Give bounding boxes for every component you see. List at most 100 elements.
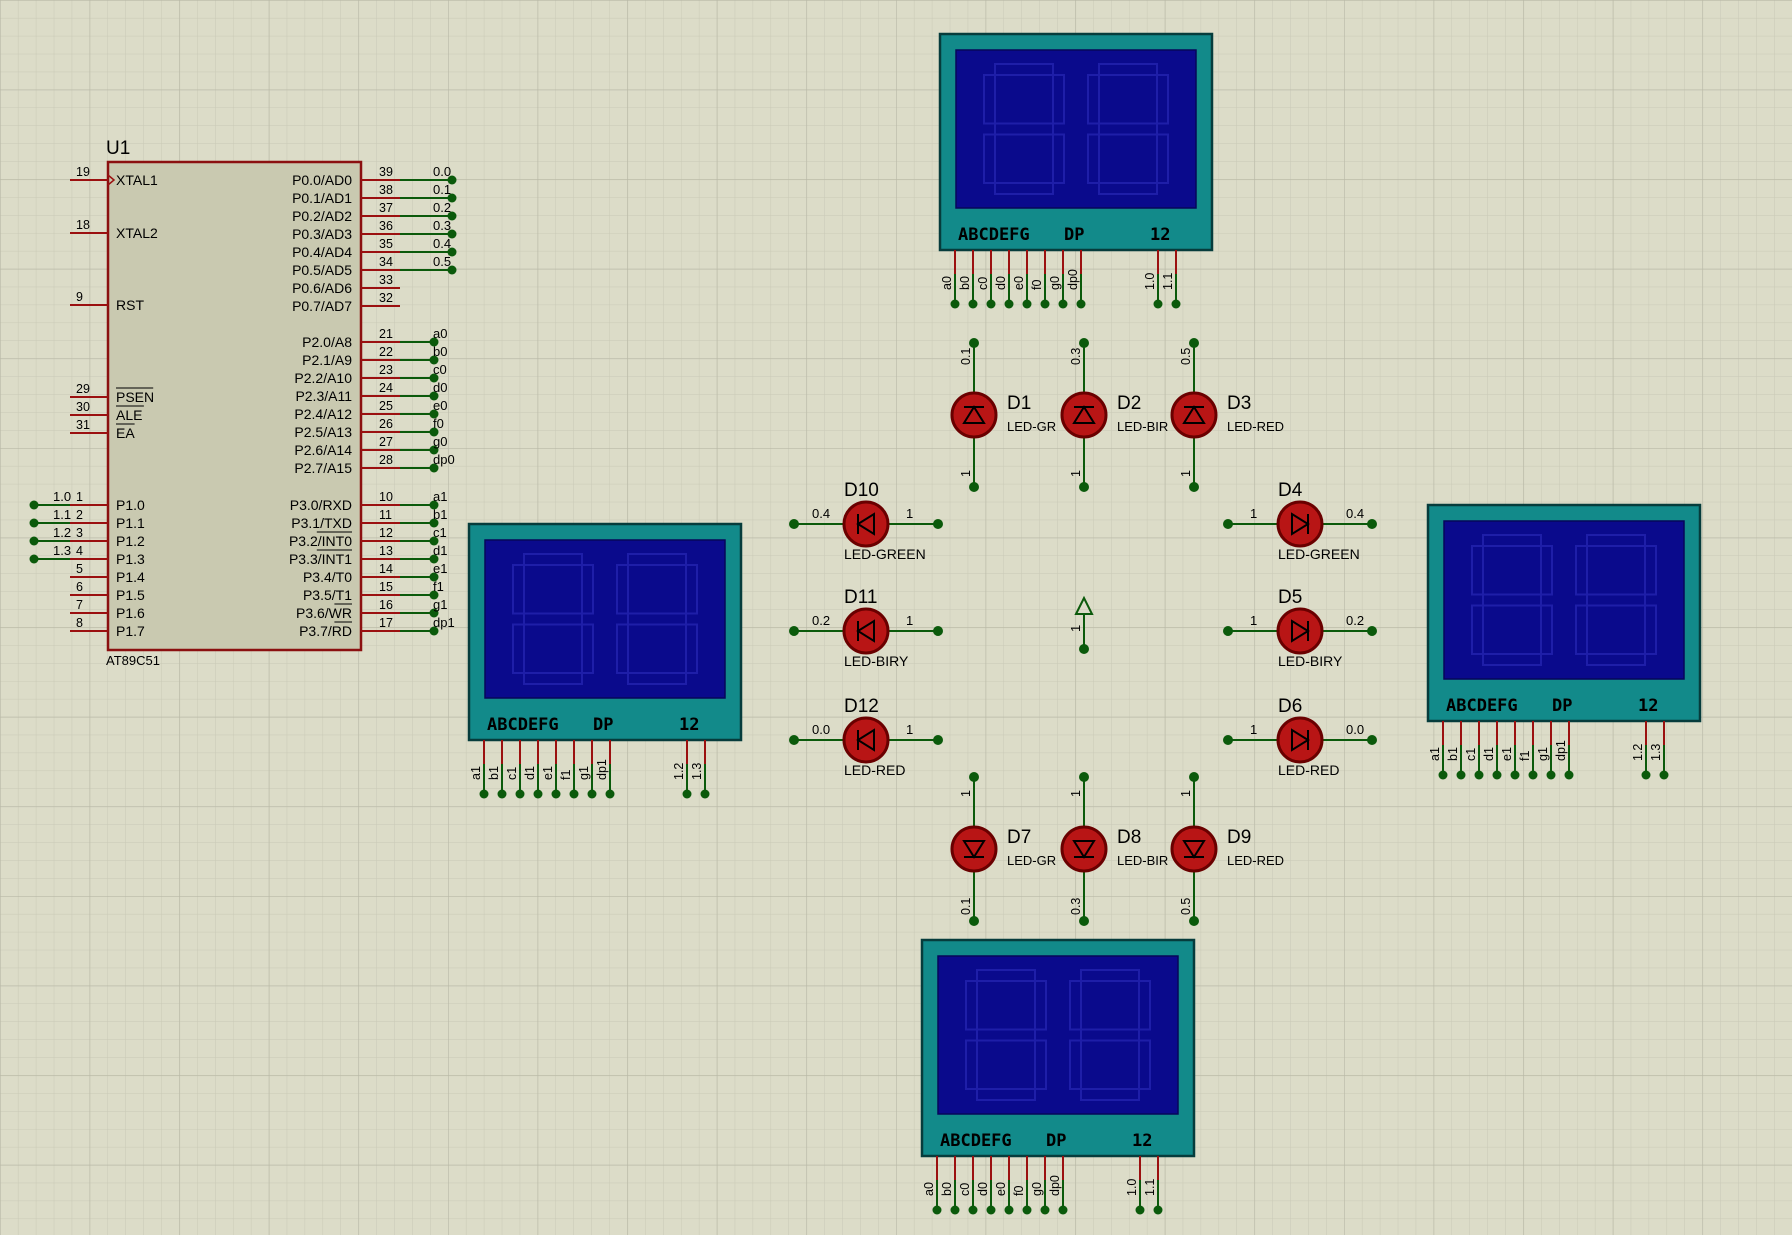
display-pin-f1[interactable]: f1 bbox=[1518, 721, 1538, 780]
segment-b bbox=[1052, 74, 1065, 125]
display-pin-a0[interactable]: a0 bbox=[922, 1156, 942, 1215]
display-pin-e0[interactable]: e0 bbox=[1012, 250, 1032, 309]
display-pin-a0[interactable]: a0 bbox=[940, 250, 960, 309]
display-pin-1-1[interactable]: 1.1 bbox=[1161, 250, 1181, 309]
display-pin-1-3[interactable]: 1.3 bbox=[1649, 721, 1669, 780]
display-pin-d1[interactable]: d1 bbox=[523, 740, 543, 799]
display-pin-f0[interactable]: f0 bbox=[1030, 250, 1050, 309]
mcu-body[interactable] bbox=[106, 160, 363, 652]
display-pin-1-1[interactable]: 1.1 bbox=[1143, 1156, 1163, 1215]
display-pin-e1[interactable]: e1 bbox=[1500, 721, 1520, 780]
segment-c bbox=[1034, 1039, 1047, 1090]
display-pin-1-3[interactable]: 1.3 bbox=[690, 740, 710, 799]
display-pin-c1[interactable]: c1 bbox=[505, 740, 525, 799]
display-pin-1-0[interactable]: 1.0 bbox=[1143, 250, 1163, 309]
display-pin-1-2[interactable]: 1.2 bbox=[1631, 721, 1651, 780]
display-pin-a1[interactable]: a1 bbox=[469, 740, 489, 799]
display-pin-g0[interactable]: g0 bbox=[1030, 1156, 1050, 1215]
display-pin-f0[interactable]: f0 bbox=[1012, 1156, 1032, 1215]
display-pin-c0[interactable]: c0 bbox=[976, 250, 996, 309]
display-pin-b0[interactable]: b0 bbox=[940, 1156, 960, 1215]
display-pin-d0[interactable]: d0 bbox=[994, 250, 1014, 309]
display-pin-dp1[interactable]: dp1 bbox=[595, 740, 615, 799]
display-pin-e0[interactable]: e0 bbox=[994, 1156, 1014, 1215]
display-pin-b1[interactable]: b1 bbox=[487, 740, 507, 799]
display-pin-d0[interactable]: d0 bbox=[976, 1156, 996, 1215]
display-pin-1-0[interactable]: 1.0 bbox=[1125, 1156, 1145, 1215]
display-pin-1-2[interactable]: 1.2 bbox=[672, 740, 692, 799]
display-pin-dp0[interactable]: dp0 bbox=[1048, 1156, 1068, 1215]
display-pin-e1[interactable]: e1 bbox=[541, 740, 561, 799]
display-pin-g1[interactable]: g1 bbox=[577, 740, 597, 799]
display-pin-a1[interactable]: a1 bbox=[1428, 721, 1448, 780]
display-pin-g1[interactable]: g1 bbox=[1536, 721, 1556, 780]
display-pin-dp0[interactable]: dp0 bbox=[1066, 250, 1086, 309]
power-terminal[interactable]: 1 bbox=[1068, 595, 1094, 654]
display-pin-dp1[interactable]: dp1 bbox=[1554, 721, 1574, 780]
display-pin-d1[interactable]: d1 bbox=[1482, 721, 1502, 780]
display-pin-c1[interactable]: c1 bbox=[1464, 721, 1484, 780]
display-pin-b1[interactable]: b1 bbox=[1446, 721, 1466, 780]
display-pin-b0[interactable]: b0 bbox=[958, 250, 978, 309]
display-pin-c0[interactable]: c0 bbox=[958, 1156, 978, 1215]
display-pin-g0[interactable]: g0 bbox=[1048, 250, 1068, 309]
display-pin-f1[interactable]: f1 bbox=[559, 740, 579, 799]
